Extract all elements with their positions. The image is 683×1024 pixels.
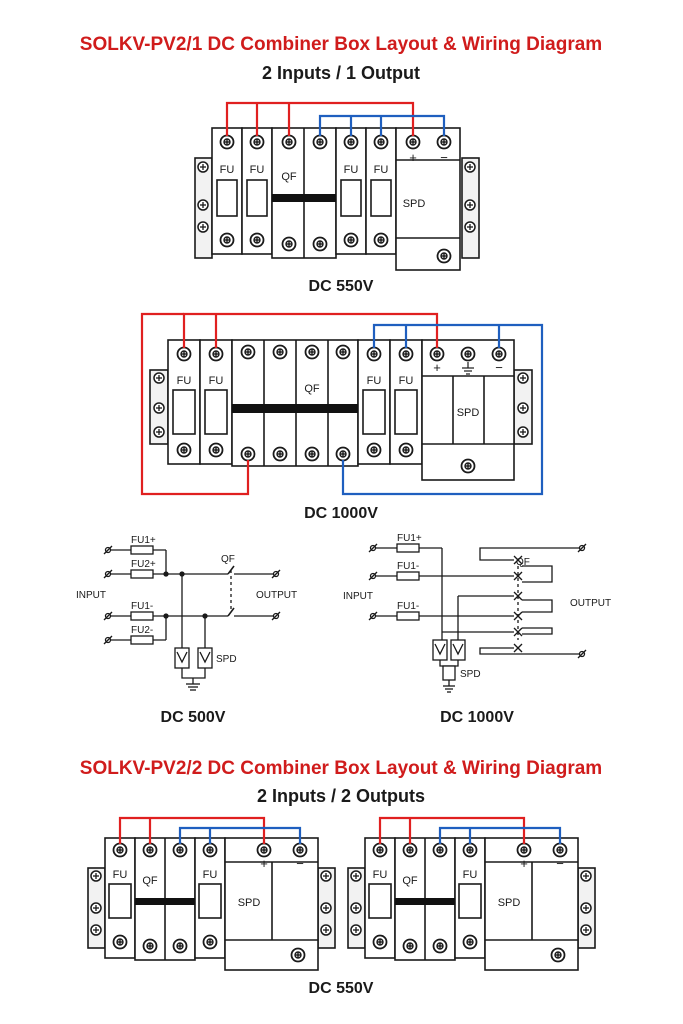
box550-spd-label: SPD — [403, 198, 426, 210]
box22-left-spd-label: SPD — [238, 897, 261, 909]
box1000-fu-label-4: FU — [399, 375, 414, 387]
box550-fu-label-4: FU — [374, 164, 389, 176]
schem1000-qf-label: QF — [516, 557, 530, 568]
schem500-fu1m-label: FU1- — [131, 601, 153, 612]
schem500-caption: DC 500V — [161, 709, 226, 726]
schem500-qf-label: QF — [221, 554, 235, 565]
schematic-1000v — [373, 543, 582, 693]
schem500-fu1p-label: FU1+ — [131, 535, 156, 546]
box1000-fu-label-3: FU — [367, 375, 382, 387]
combiner-box-550v — [194, 127, 480, 271]
box1000-fu-label-2: FU — [209, 375, 224, 387]
box1000-plus-label: + — [433, 360, 441, 375]
box22-right-spd-label: SPD — [498, 897, 521, 909]
schem1000-fu1m-b-label: FU1- — [397, 601, 419, 612]
box550-plus-label: + — [409, 150, 417, 165]
box22-right-wires — [378, 816, 562, 844]
section2-title: SOLKV-PV2/2 DC Combiner Box Layout & Wir… — [80, 758, 602, 779]
combiner-box-1000v — [149, 339, 533, 481]
box550-minus-label: − — [440, 150, 448, 165]
schem500-input-terminals — [103, 545, 281, 645]
box22-left-minus-label: − — [296, 856, 304, 871]
box22-caption: DC 550V — [309, 980, 374, 997]
schem1000-caption: DC 1000V — [440, 709, 514, 726]
box550-fu-label-3: FU — [344, 164, 359, 176]
section2-subtitle: 2 Inputs / 2 Outputs — [257, 786, 425, 806]
schem500-input-label: INPUT — [76, 590, 106, 601]
schem1000-fu1m-a-label: FU1- — [397, 561, 419, 572]
schem1000-spd-label: SPD — [460, 669, 481, 680]
box22-left-fu-label-1: FU — [113, 869, 128, 881]
box22-right-qf-label: QF — [402, 875, 418, 887]
schem1000-switch-marks — [513, 555, 523, 653]
section1-subtitle: 2 Inputs / 1 Output — [262, 63, 420, 83]
box1000-wires — [140, 312, 544, 496]
schematic-500v — [108, 545, 276, 691]
schem500-fu2m-label: FU2- — [131, 625, 153, 636]
schem500-fu2p-label: FU2+ — [131, 559, 156, 570]
schem1000-fu1p-label: FU1+ — [397, 533, 422, 544]
box1000-fu-label-1: FU — [177, 375, 192, 387]
box1000-minus-label: − — [495, 360, 503, 375]
schem1000-input-label: INPUT — [343, 591, 373, 602]
box550-fu-label-2: FU — [250, 164, 265, 176]
box22-left-wires — [118, 816, 302, 844]
box22-left-plus-label: + — [260, 856, 268, 871]
box550-qf-label: QF — [281, 171, 297, 183]
box550-fu-label-1: FU — [220, 164, 235, 176]
box22-left-qf-label: QF — [142, 875, 158, 887]
box22-right-fu-label-2: FU — [463, 869, 478, 881]
box1000-qf-label: QF — [304, 383, 320, 395]
box1000-ground-icon — [462, 362, 474, 375]
box1000-caption: DC 1000V — [304, 505, 378, 522]
schem1000-output-label: OUTPUT — [570, 598, 611, 609]
box1000-spd-label: SPD — [457, 407, 480, 419]
box22-left-fu-label-2: FU — [203, 869, 218, 881]
combiner-box-2x2-right — [347, 837, 596, 971]
box550-caption: DC 550V — [309, 278, 374, 295]
box22-right-fu-label-1: FU — [373, 869, 388, 881]
box550-wires — [225, 101, 446, 136]
schem500-output-label: OUTPUT — [256, 590, 297, 601]
schem500-spd-label: SPD — [216, 654, 237, 665]
section1-title: SOLKV-PV2/1 DC Combiner Box Layout & Wir… — [80, 34, 602, 55]
box22-right-minus-label: − — [556, 856, 564, 871]
schem1000-terminals — [368, 543, 587, 659]
box22-right-plus-label: + — [520, 856, 528, 871]
